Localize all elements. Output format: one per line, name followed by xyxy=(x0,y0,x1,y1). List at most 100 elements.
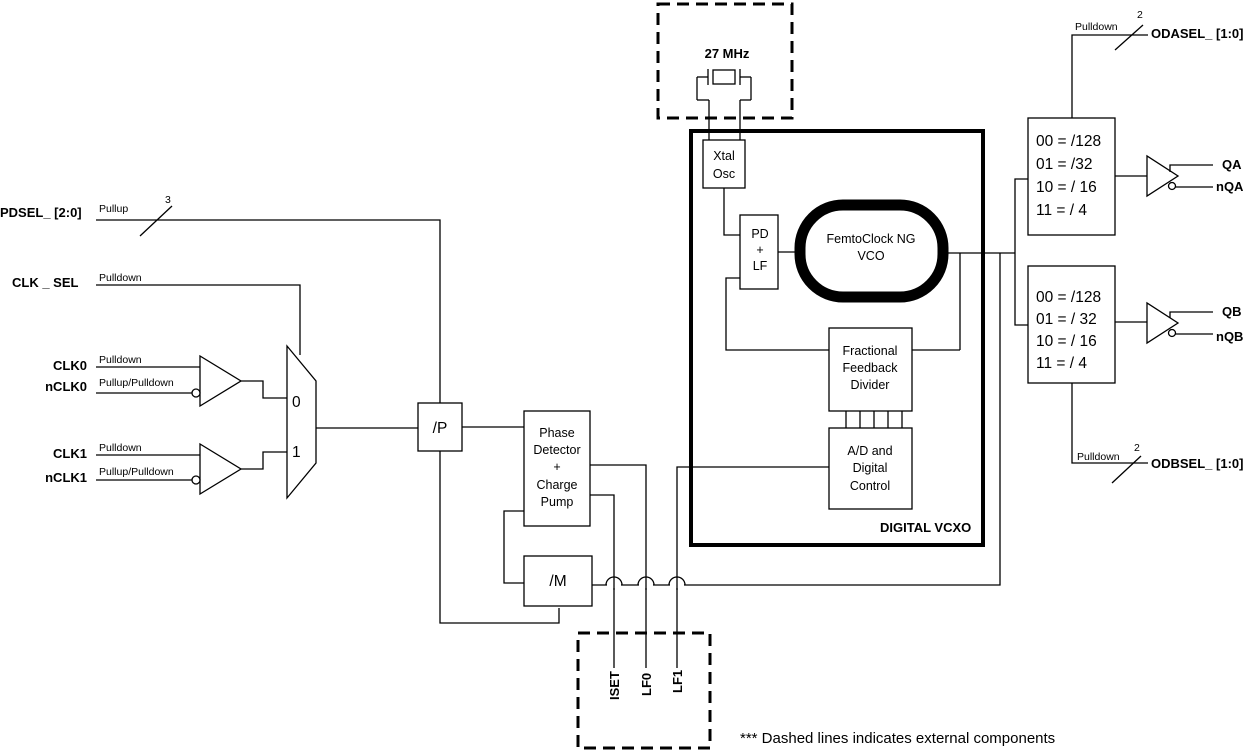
input-buffer-1 xyxy=(199,442,243,496)
fractional-feedback-divider-block xyxy=(828,327,913,412)
p-divider-label: /P xyxy=(433,420,448,437)
mux-input-0: 0 xyxy=(292,394,301,411)
nclk0-label: nCLK0 xyxy=(45,379,87,394)
wire-mdiv-to-pfd xyxy=(503,510,524,584)
pdsel-bus-slash xyxy=(139,205,173,237)
wire-qb xyxy=(1169,311,1213,318)
pdsel-label: PDSEL_ [2:0] xyxy=(0,205,82,220)
xtal-osc-label-1: Xtal xyxy=(713,149,735,163)
footnote: *** Dashed lines indicates external comp… xyxy=(740,730,1055,747)
feedback-crossover-humps xyxy=(605,576,686,590)
wire-pdsel xyxy=(96,219,560,624)
external-components-box xyxy=(576,631,712,750)
wire-clk-sel xyxy=(96,284,301,355)
adc-label-3: Control xyxy=(850,479,890,493)
vco-label-1: FemtoClock NG xyxy=(827,232,916,246)
pin-iset: ISET xyxy=(607,671,622,700)
ad-digital-control-block xyxy=(828,427,913,510)
crystal-symbol xyxy=(696,69,752,140)
diva-row-2: 01 = /32 xyxy=(1036,156,1092,173)
external-crystal-box xyxy=(656,2,794,120)
output-buffer-b-inversion-bubble xyxy=(1167,328,1177,338)
odbsel-bus-width: 2 xyxy=(1134,442,1140,454)
pdsel-bus-width: 3 xyxy=(165,194,171,206)
clk0-label: CLK0 xyxy=(53,358,87,373)
input-mux xyxy=(286,344,317,500)
vco-block xyxy=(794,199,949,303)
odbsel-label: ODBSEL_ [1:0] xyxy=(1151,456,1243,471)
pfd-label-3: + xyxy=(553,460,560,474)
diva-row-4: 11 = / 4 xyxy=(1036,202,1087,219)
odasel-bus-width: 2 xyxy=(1137,9,1143,21)
input-buffer-0-inversion-bubble xyxy=(191,388,201,398)
vco-label-2: VCO xyxy=(857,249,884,263)
wire-odbsel xyxy=(1071,383,1148,464)
nclk0-pull: Pullup/Pulldown xyxy=(99,377,174,389)
input-buffer-0 xyxy=(199,354,243,408)
odasel-pull: Pulldown xyxy=(1075,21,1118,33)
ffd-label-1: Fractional xyxy=(843,344,898,358)
pd-lf-label-2: + xyxy=(756,243,763,257)
divb-row-3: 10 = / 16 xyxy=(1036,333,1097,350)
output-buffer-a xyxy=(1146,154,1180,198)
nclk1-label: nCLK1 xyxy=(45,470,87,485)
crystal-frequency: 27 MHz xyxy=(705,46,750,61)
pfd-label-5: Pump xyxy=(541,495,574,509)
wire-odasel xyxy=(1071,34,1148,118)
pdsel-pull: Pullup xyxy=(99,203,128,215)
pfd-label-2: Detector xyxy=(533,443,580,457)
pfd-label-1: Phase xyxy=(539,426,574,440)
nclk1-pull: Pullup/Pulldown xyxy=(99,466,174,478)
pfd-label-4: Charge xyxy=(537,478,578,492)
control-bus xyxy=(845,411,903,428)
wire-qa xyxy=(1169,164,1213,172)
clk-sel-pull: Pulldown xyxy=(99,272,142,284)
vco-output-bus xyxy=(592,178,1028,586)
pd-lf-block xyxy=(739,214,779,290)
diva-row-3: 10 = / 16 xyxy=(1036,179,1097,196)
ffd-label-3: Divider xyxy=(851,378,890,392)
input-buffer-1-inversion-bubble xyxy=(191,475,201,485)
digital-vcxo-label: DIGITAL VCXO xyxy=(880,520,971,535)
pd-lf-label-1: PD xyxy=(751,227,768,241)
xtal-osc-label-2: Osc xyxy=(713,167,735,181)
nqa-label: nQA xyxy=(1216,179,1244,194)
output-divider-b xyxy=(1027,265,1116,384)
m-divider-label: /M xyxy=(549,573,566,590)
clk1-label: CLK1 xyxy=(53,446,87,461)
divb-row-1: 00 = /128 xyxy=(1036,289,1101,306)
mux-input-1: 1 xyxy=(292,444,301,461)
clk1-pull: Pulldown xyxy=(99,442,142,454)
wire-xtal-to-pd xyxy=(723,188,740,236)
clk-sel-label: CLK _ SEL xyxy=(12,275,79,290)
pd-lf-label-3: LF xyxy=(753,259,768,273)
divb-row-4: 11 = / 4 xyxy=(1036,355,1087,372)
nqb-label: nQB xyxy=(1216,329,1243,344)
wire-buf0-to-mux xyxy=(241,380,287,399)
qb-label: QB xyxy=(1222,304,1242,319)
pin-lf1: LF1 xyxy=(670,670,685,693)
clk0-pull: Pulldown xyxy=(99,354,142,366)
pin-lf0: LF0 xyxy=(639,673,654,696)
xtal-osc-block xyxy=(702,139,746,189)
wire-buf1-to-mux xyxy=(241,451,287,470)
qa-label: QA xyxy=(1222,157,1242,172)
output-divider-a xyxy=(1027,117,1116,236)
odbsel-pull: Pulldown xyxy=(1077,451,1120,463)
phase-detector-charge-pump-block xyxy=(523,410,591,527)
odasel-bus-slash xyxy=(1114,24,1144,51)
external-pin-wires xyxy=(590,464,829,668)
output-buffer-a-inversion-bubble xyxy=(1167,181,1177,191)
digital-vcxo-box xyxy=(689,129,985,547)
wire-ffd-to-pd xyxy=(725,277,829,351)
odasel-label: ODASEL_ [1:0] xyxy=(1151,26,1243,41)
adc-label-2: Digital xyxy=(853,461,888,475)
ffd-label-2: Feedback xyxy=(843,361,899,375)
odbsel-bus-slash xyxy=(1111,455,1142,484)
adc-label-1: A/D and xyxy=(847,444,892,458)
m-divider-block xyxy=(523,555,593,607)
diva-row-1: 00 = /128 xyxy=(1036,133,1101,150)
divb-row-2: 01 = / 32 xyxy=(1036,311,1097,328)
output-buffer-b xyxy=(1146,301,1180,345)
